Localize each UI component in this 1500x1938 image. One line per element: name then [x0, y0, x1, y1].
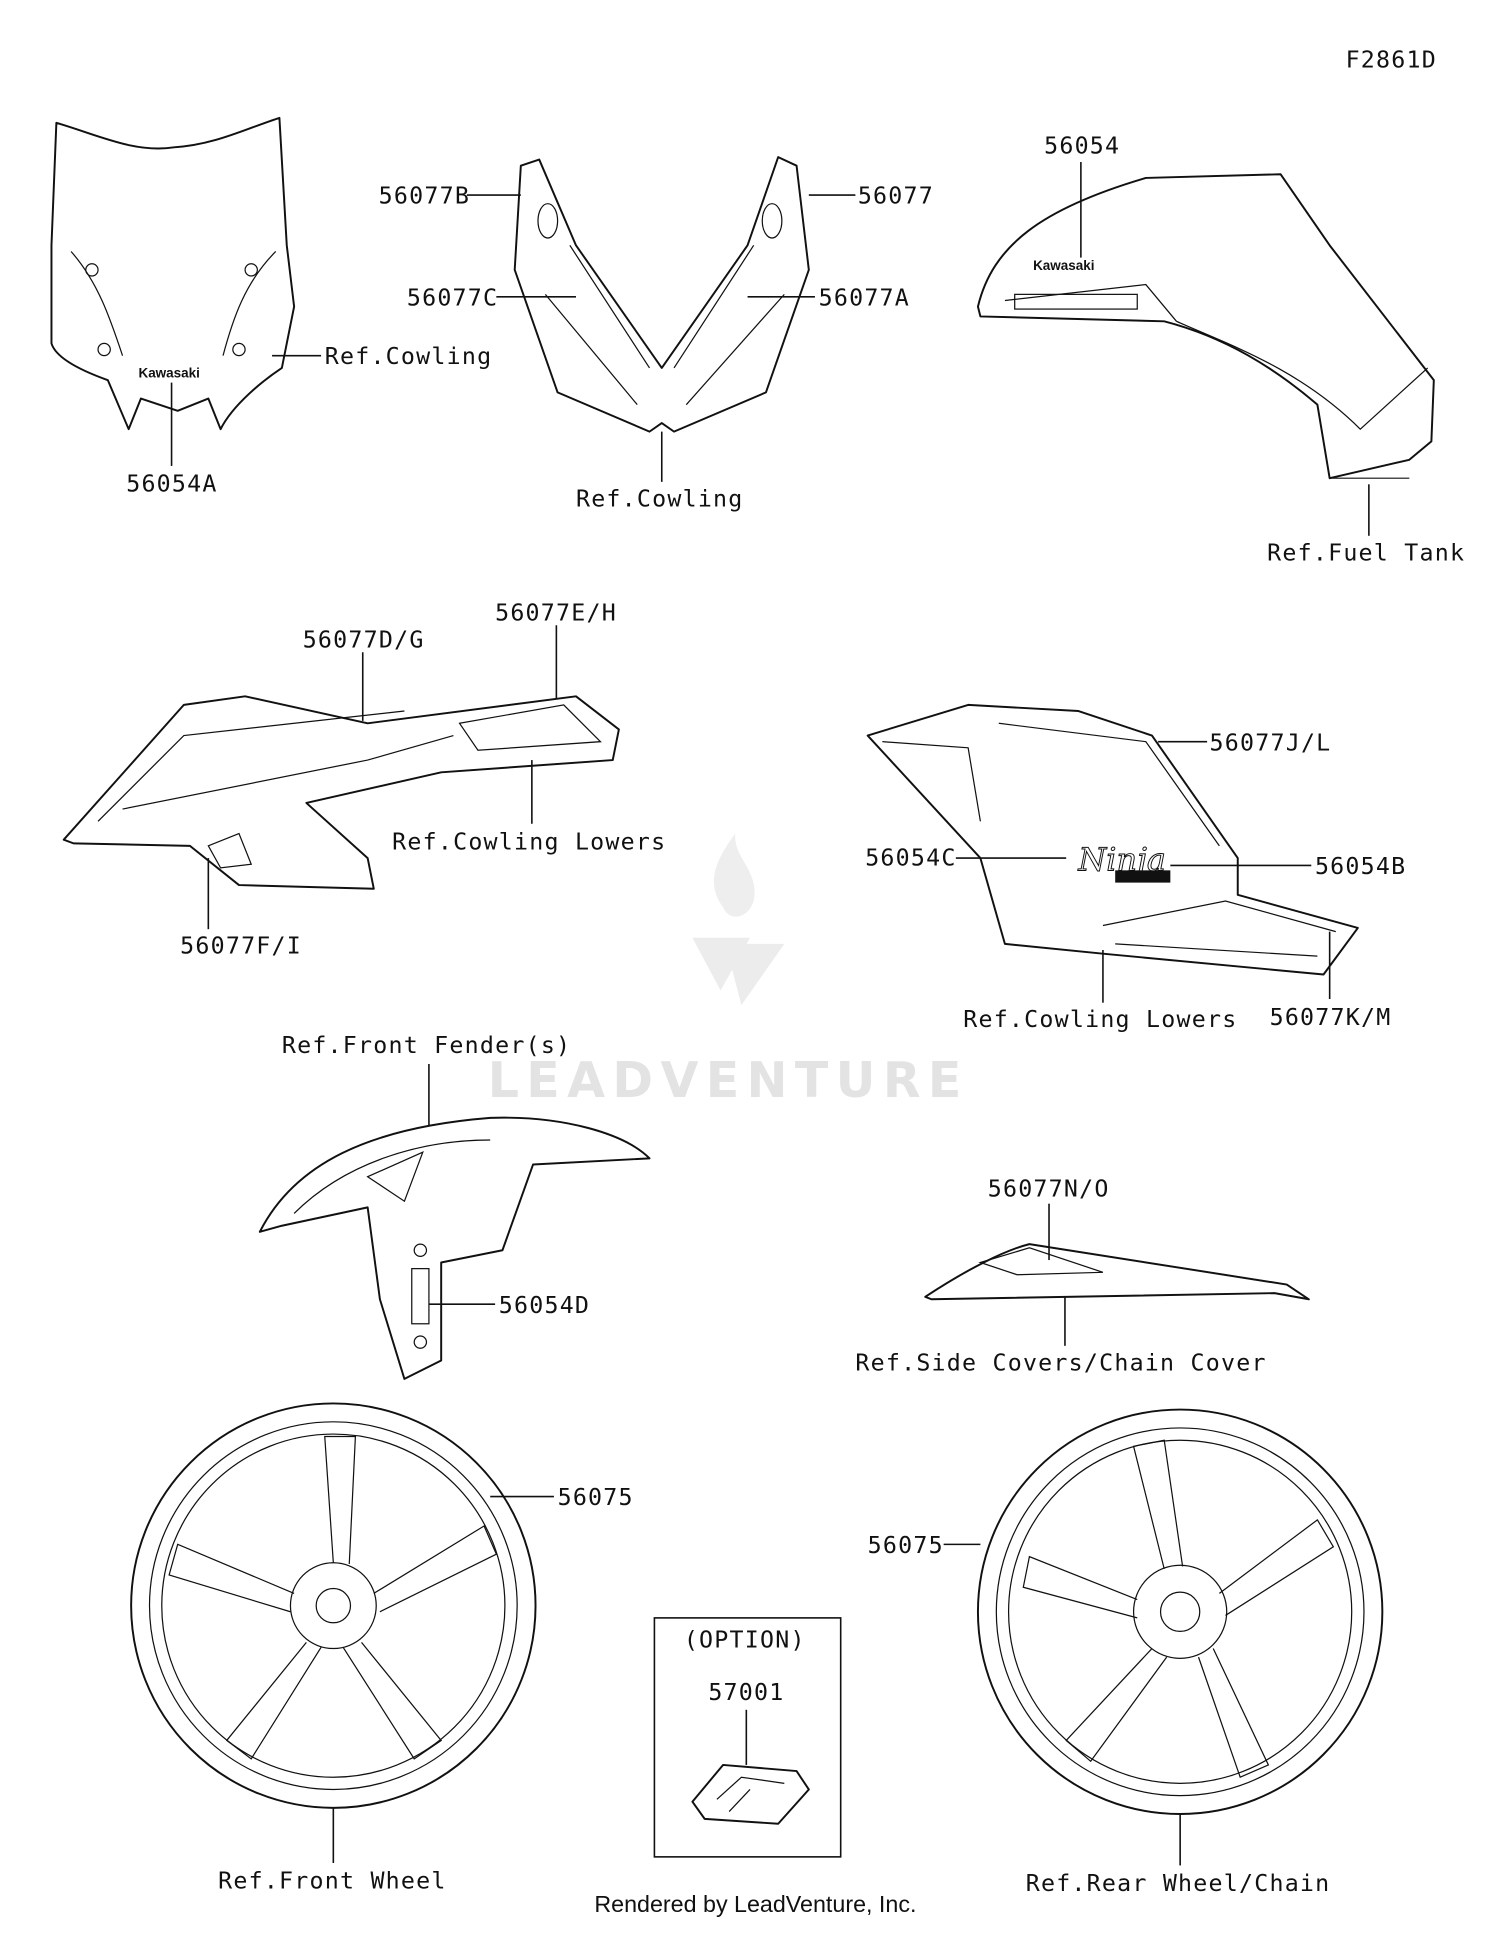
right-lower-cowling-part: Ninja: [866, 703, 1359, 976]
label-56054A: 56054A: [126, 471, 217, 498]
label-56077KM: 56077K/M: [1270, 1004, 1392, 1031]
label-56077NO: 56077N/O: [988, 1175, 1110, 1202]
front-wheel-part: [130, 1402, 537, 1809]
option-title: (OPTION): [684, 1626, 806, 1653]
label-56077JL: 56077J/L: [1210, 729, 1332, 756]
label-56077DG: 56077D/G: [303, 626, 425, 653]
label-57001: 57001: [708, 1679, 784, 1706]
label-56075-rear: 56075: [868, 1532, 944, 1559]
label-56054: 56054: [1044, 132, 1120, 159]
kawasaki-logo: Kawasaki: [1033, 258, 1094, 273]
label-ref-cowling: Ref.Cowling: [325, 343, 493, 370]
watermark-logo: LEADVENTURE: [488, 833, 969, 1109]
footer-credit: Rendered by LeadVenture, Inc.: [594, 1891, 916, 1917]
front-fender-part: [258, 1116, 651, 1380]
left-lower-cowling-part: [62, 695, 620, 890]
label-56077C: 56077C: [407, 284, 498, 311]
label-ref-front-wheel: Ref.Front Wheel: [218, 1868, 446, 1895]
label-ref-cowling-lowers-right: Ref.Cowling Lowers: [963, 1006, 1237, 1033]
label-ref-front-fender: Ref.Front Fender(s): [282, 1032, 571, 1059]
side-cover-part: [924, 1243, 1310, 1301]
windshield-part: Kawasaki: [50, 116, 296, 431]
label-56075-front: 56075: [558, 1484, 634, 1511]
label-56077A: 56077A: [819, 284, 910, 311]
rear-wheel-part: [976, 1408, 1384, 1815]
fuel-tank-part: Kawasaki: [976, 173, 1435, 480]
option-part-57001: [691, 1763, 810, 1825]
label-56077B: 56077B: [379, 183, 470, 210]
label-56077: 56077: [858, 183, 934, 210]
label-ref-cowling-lowers-left: Ref.Cowling Lowers: [392, 829, 666, 856]
label-56054D: 56054D: [499, 1292, 590, 1319]
label-56077FI: 56077F/I: [180, 933, 302, 960]
label-ref-cowling-upper: Ref.Cowling: [576, 485, 744, 512]
label-ref-side-covers: Ref.Side Covers/Chain Cover: [855, 1349, 1266, 1376]
watermark-text: LEADVENTURE: [488, 1052, 969, 1109]
diagram-id: F2861D: [1346, 47, 1437, 74]
label-ref-fuel-tank: Ref.Fuel Tank: [1267, 539, 1465, 566]
upper-cowling-part: [513, 156, 810, 433]
label-56054C: 56054C: [865, 844, 956, 871]
label-56054B: 56054B: [1315, 853, 1406, 880]
label-ref-rear-wheel: Ref.Rear Wheel/Chain: [1026, 1870, 1331, 1897]
option-box: [653, 1617, 842, 1858]
label-56077EH: 56077E/H: [495, 599, 617, 626]
kawasaki-logo: Kawasaki: [138, 366, 199, 381]
